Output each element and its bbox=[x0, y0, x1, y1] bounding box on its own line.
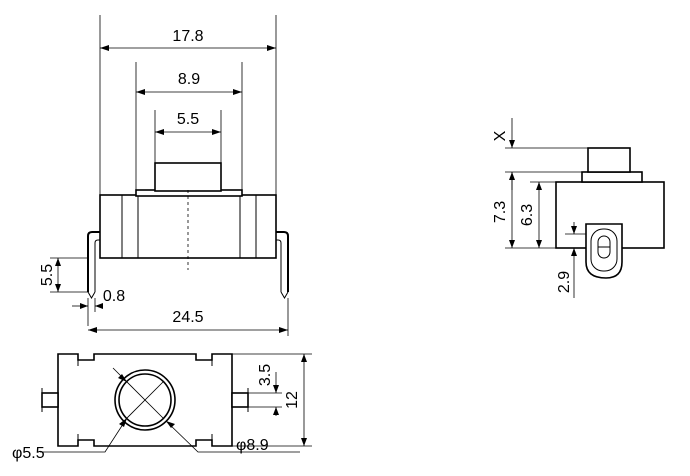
inner-ring bbox=[118, 373, 172, 427]
dim-actuator-width: 5.5 bbox=[177, 111, 199, 128]
side-terminal bbox=[585, 223, 623, 279]
side-collar bbox=[581, 171, 643, 183]
phi-symbol: φ bbox=[12, 445, 22, 462]
dim-inner-diameter-value: 5.5 bbox=[22, 445, 44, 462]
dim-lead-thickness: 0.8 bbox=[103, 288, 125, 305]
left-tab bbox=[41, 392, 59, 408]
dim-half-height: 3.5 bbox=[257, 364, 274, 386]
dim-height: 12 bbox=[284, 391, 301, 409]
dim-lead-span: 24.5 bbox=[172, 309, 203, 326]
outer-ring bbox=[114, 369, 176, 431]
bottom-view: φ5.5 φ8.9 3.5 12 bbox=[12, 353, 312, 462]
dim-outer-diameter-value: 8.9 bbox=[246, 437, 268, 454]
dim-lead-offset: 2.9 bbox=[556, 271, 573, 293]
left-lead bbox=[87, 231, 100, 292]
right-tab bbox=[231, 392, 249, 408]
dim-body-width: 8.9 bbox=[178, 71, 200, 88]
dim-total-width: 17.8 bbox=[172, 28, 203, 45]
dim-inner-diameter: φ5.5 bbox=[12, 445, 45, 462]
side-actuator bbox=[587, 147, 631, 173]
dim-actuator-travel: X bbox=[492, 130, 509, 141]
right-lead bbox=[276, 231, 289, 292]
actuator bbox=[154, 162, 222, 192]
front-view: 17.8 8.9 5.5 5.5 0.8 24.5 bbox=[39, 15, 289, 336]
dim-height-total: 7.3 bbox=[492, 201, 509, 223]
dim-lead-height: 5.5 bbox=[39, 264, 56, 286]
dim-height-body: 6.3 bbox=[519, 204, 536, 226]
side-view: X 7.3 6.3 2.9 bbox=[492, 118, 665, 298]
phi-symbol: φ bbox=[236, 437, 246, 454]
dim-outer-diameter: φ8.9 bbox=[236, 437, 269, 454]
